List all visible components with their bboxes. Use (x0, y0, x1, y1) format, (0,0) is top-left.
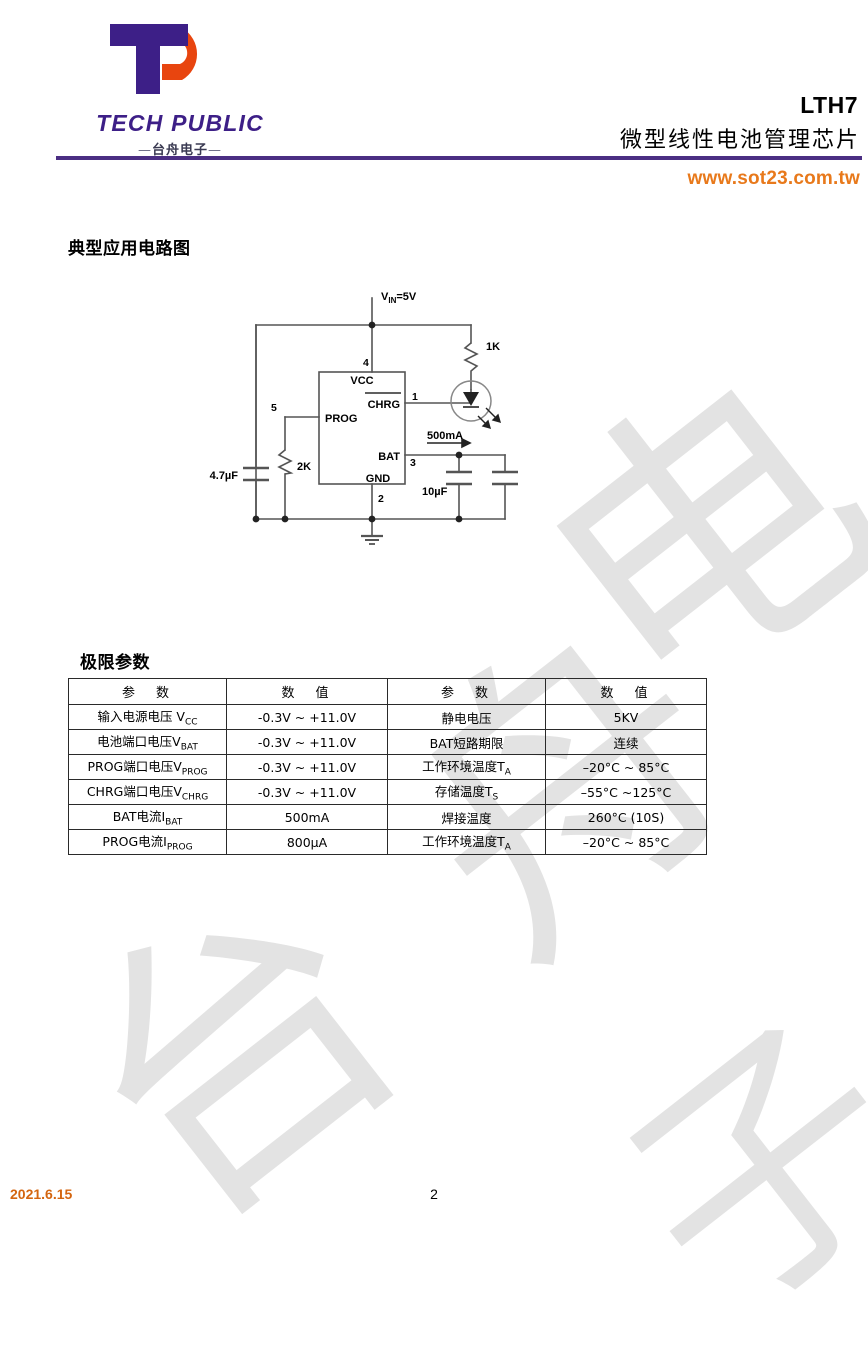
pin-label-vcc: VCC (350, 375, 373, 387)
absolute-maximum-ratings-table: 参 数 数 值 参 数 数 值 输入电源电压 VCC-0.3V ~ +11.0V… (68, 678, 707, 855)
pin-label-bat: BAT (378, 451, 400, 463)
cell-param-left: PROG端口电压VPROG (68, 754, 227, 780)
page-header: TECH PUBLIC —台舟电子— LTH7 微型线性电池管理芯片 www.s… (0, 0, 868, 200)
label-r-prog: 2K (297, 461, 311, 473)
logo-mark-icon (110, 24, 198, 94)
pin-number-prog: 5 (271, 402, 277, 414)
cell-value-left: -0.3V ~ +11.0V (226, 779, 388, 805)
website-url[interactable]: www.sot23.com.tw (687, 168, 860, 189)
pin-label-prog: PROG (325, 413, 357, 425)
cell-param-left: BAT电流IBAT (68, 804, 227, 830)
cell-param-right: 工作环境温度TA (387, 829, 546, 855)
application-circuit-diagram: VIN=5V 4 5 1 3 2 VCC PROG CHRG BAT GND 1… (0, 280, 868, 570)
pin-number-chrg: 1 (412, 391, 418, 403)
cell-value-left: 800µA (226, 829, 388, 855)
logo-subtext: —台舟电子— (60, 139, 300, 158)
cell-value-right: –20°C ~ 85°C (545, 829, 707, 855)
cell-value-left: 500mA (226, 804, 388, 830)
col-header-param-1: 参 数 (68, 678, 227, 705)
footer-date: 2021.6.15 (10, 1186, 73, 1202)
cell-param-right: BAT短路期限 (387, 729, 546, 755)
footer-page-number: 2 (430, 1186, 438, 1202)
logo-sub-chinese: 台舟电子 (151, 143, 208, 158)
col-header-value-1: 数 值 (226, 678, 388, 705)
cell-param-right: 工作环境温度TA (387, 754, 546, 780)
logo-wordmark: TECH PUBLIC (96, 110, 264, 136)
cell-param-left: CHRG端口电压VCHRG (68, 779, 227, 805)
section-heading-circuit: 典型应用电路图 (68, 239, 191, 259)
cell-param-right: 静电电压 (387, 704, 546, 730)
cell-value-left: -0.3V ~ +11.0V (226, 704, 388, 730)
pin-label-chrg: CHRG (368, 399, 400, 411)
label-r-led: 1K (486, 341, 500, 353)
cell-value-left: -0.3V ~ +11.0V (226, 729, 388, 755)
label-i-bat: 500mA (427, 430, 463, 442)
cell-value-right: 5KV (545, 704, 707, 730)
table-header-row: 参 数 数 值 参 数 数 值 (68, 678, 707, 705)
label-vin: VIN=5V (381, 291, 417, 305)
col-header-param-2: 参 数 (387, 678, 546, 705)
pin-number-vcc: 4 (363, 357, 369, 369)
pin-number-gnd: 2 (378, 493, 384, 505)
cell-param-left: 电池端口电压VBAT (68, 729, 227, 755)
cell-value-right: 260°C (10S) (545, 804, 707, 830)
cell-param-right: 存储温度TS (387, 779, 546, 805)
pin-number-bat: 3 (410, 457, 416, 469)
page-footer: 2021.6.15 2 (0, 1186, 868, 1216)
watermark-char: 子 (574, 970, 868, 1369)
label-c-bat: 10µF (422, 486, 448, 498)
cell-param-left: PROG电流IPROG (68, 829, 227, 855)
col-header-value-2: 数 值 (545, 678, 707, 705)
cell-param-left: 输入电源电压 VCC (68, 704, 227, 730)
cell-value-right: –55°C ~125°C (545, 779, 707, 805)
part-number-title: LTH7 (800, 92, 858, 118)
cell-value-left: -0.3V ~ +11.0V (226, 754, 388, 780)
cell-value-right: –20°C ~ 85°C (545, 754, 707, 780)
section-heading-limits: 极限参数 (80, 653, 150, 673)
logo-dash-right: — (208, 143, 222, 158)
part-description-subtitle: 微型线性电池管理芯片 (619, 128, 860, 153)
logo-dash-left: — (137, 143, 152, 158)
cell-param-right: 焊接温度 (387, 804, 546, 830)
header-divider (56, 156, 862, 160)
cell-value-right: 连续 (545, 729, 707, 755)
label-c-in: 4.7µF (210, 470, 239, 482)
pin-label-gnd: GND (366, 473, 391, 485)
company-logo: TECH PUBLIC —台舟电子— (60, 22, 300, 158)
